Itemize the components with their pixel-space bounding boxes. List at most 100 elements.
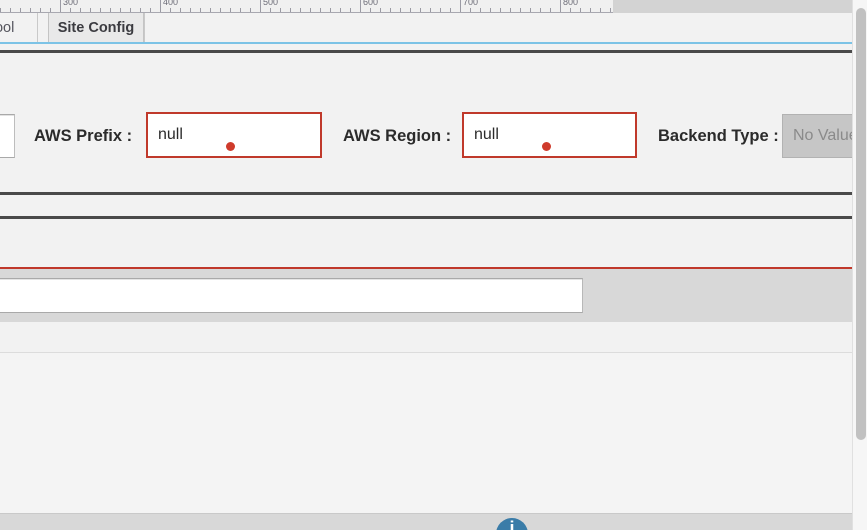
- ruler-minor-tick: [250, 8, 251, 12]
- aws-region-input[interactable]: null: [462, 112, 637, 158]
- aws-region-required-dot: [542, 142, 551, 151]
- section-divider-lower: [0, 216, 852, 219]
- ruler-minor-tick: [350, 8, 351, 12]
- ruler-minor-tick: [600, 8, 601, 12]
- aws-prefix-input[interactable]: null: [146, 112, 322, 158]
- ruler-label: 500: [263, 0, 279, 7]
- ruler-minor-tick: [200, 8, 201, 12]
- ruler-minor-tick: [510, 8, 511, 12]
- ruler-minor-tick: [500, 8, 501, 12]
- ruler-label: 700: [463, 0, 479, 7]
- ruler-minor-tick: [110, 8, 111, 12]
- tab-deploy-tool[interactable]: y Tool: [0, 13, 38, 43]
- ruler-major-tick: [160, 0, 161, 12]
- error-divider: [0, 267, 852, 269]
- ruler-minor-tick: [340, 8, 341, 12]
- ruler-major-tick: [60, 0, 61, 12]
- ruler-minor-tick: [290, 8, 291, 12]
- ruler-minor-tick: [230, 8, 231, 12]
- horizontal-ruler: 300 400 500 600 700 800: [0, 0, 867, 13]
- scrollbar-thumb[interactable]: [856, 8, 866, 440]
- ruler-minor-tick: [80, 8, 81, 12]
- ruler-minor-tick: [370, 8, 371, 12]
- ruler-label: 400: [163, 0, 179, 7]
- tab-site-config[interactable]: Site Config: [48, 13, 144, 43]
- ruler-minor-tick: [50, 8, 51, 12]
- ruler-minor-tick: [20, 8, 21, 12]
- tab-bar: y Tool Site Config: [0, 13, 867, 43]
- vertical-scrollbar[interactable]: [852, 0, 867, 530]
- ruler-minor-tick: [380, 8, 381, 12]
- tab-label: Site Config: [57, 20, 135, 36]
- ruler-major-tick: [260, 0, 261, 12]
- ruler-minor-tick: [450, 8, 451, 12]
- toolbar-divider-top: [0, 50, 852, 53]
- ruler-major-tick: [360, 0, 361, 12]
- info-icon-glyph: i: [509, 518, 515, 530]
- section-divider-middle: [0, 192, 852, 195]
- ruler-minor-tick: [420, 8, 421, 12]
- ruler-label: 800: [563, 0, 579, 7]
- backend-type-label: Backend Type :: [658, 126, 779, 145]
- ruler-minor-tick: [130, 8, 131, 12]
- ruler-minor-tick: [520, 8, 521, 12]
- aws-prefix-required-dot: [226, 142, 235, 151]
- ruler-minor-tick: [140, 8, 141, 12]
- ruler-minor-tick: [120, 8, 121, 12]
- status-bar: [0, 513, 852, 530]
- ruler-track: 300 400 500 600 700 800: [0, 0, 613, 13]
- ruler-minor-tick: [610, 8, 611, 12]
- ruler-minor-tick: [410, 8, 411, 12]
- ruler-minor-tick: [210, 8, 211, 12]
- ruler-minor-tick: [550, 8, 551, 12]
- tab-label: y Tool: [0, 20, 15, 36]
- search-input[interactable]: [0, 278, 583, 313]
- left-clipped-input[interactable]: [0, 114, 15, 158]
- ruler-minor-tick: [490, 8, 491, 12]
- ruler-minor-tick: [400, 8, 401, 12]
- ruler-minor-tick: [70, 8, 71, 12]
- ruler-minor-tick: [280, 8, 281, 12]
- ruler-minor-tick: [10, 8, 11, 12]
- ruler-minor-tick: [590, 8, 591, 12]
- ruler-minor-tick: [540, 8, 541, 12]
- ruler-minor-tick: [100, 8, 101, 12]
- ruler-minor-tick: [480, 8, 481, 12]
- info-circle-icon[interactable]: i: [496, 518, 528, 530]
- ruler-minor-tick: [530, 8, 531, 12]
- search-band: [0, 269, 852, 322]
- config-form-row: AWS Prefix : null AWS Region : null Back…: [0, 108, 867, 164]
- ruler-minor-tick: [470, 8, 471, 12]
- aws-prefix-label: AWS Prefix :: [34, 126, 133, 145]
- ruler-minor-tick: [0, 8, 1, 12]
- ruler-minor-tick: [30, 8, 31, 12]
- ruler-minor-tick: [430, 8, 431, 12]
- ruler-minor-tick: [150, 8, 151, 12]
- ruler-minor-tick: [570, 8, 571, 12]
- ruler-minor-tick: [270, 8, 271, 12]
- tab-active-underline: [0, 42, 852, 44]
- ruler-minor-tick: [440, 8, 441, 12]
- ruler-minor-tick: [190, 8, 191, 12]
- ruler-label: 600: [363, 0, 379, 7]
- backend-type-value: No Value: [793, 127, 858, 144]
- tab-bar-filler: [144, 13, 852, 43]
- ruler-minor-tick: [40, 8, 41, 12]
- ruler-minor-tick: [330, 8, 331, 12]
- ruler-minor-tick: [390, 8, 391, 12]
- aws-prefix-value: null: [158, 126, 183, 143]
- ruler-minor-tick: [310, 8, 311, 12]
- ruler-minor-tick: [180, 8, 181, 12]
- ruler-minor-tick: [320, 8, 321, 12]
- ruler-minor-tick: [90, 8, 91, 12]
- ruler-minor-tick: [170, 8, 171, 12]
- ruler-minor-tick: [240, 8, 241, 12]
- results-panel: [0, 353, 852, 513]
- ruler-major-tick: [560, 0, 561, 12]
- aws-region-label: AWS Region :: [343, 126, 452, 145]
- aws-region-value: null: [474, 126, 499, 143]
- ruler-label: 300: [63, 0, 79, 7]
- results-header-strip: [0, 322, 852, 353]
- ruler-minor-tick: [300, 8, 301, 12]
